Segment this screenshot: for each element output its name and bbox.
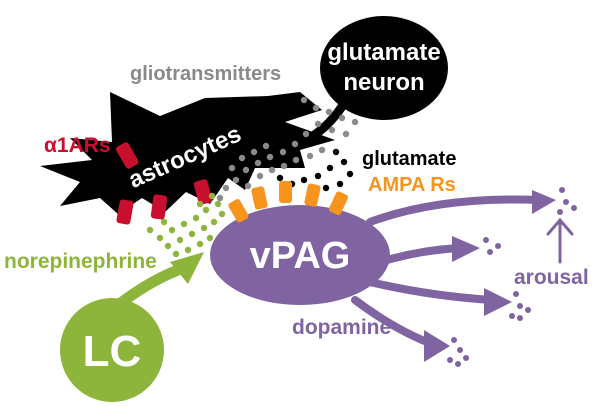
dopamine-dots: [447, 187, 577, 367]
glutamate-dots: [276, 148, 354, 192]
glutamate-neuron-label: glutamate: [327, 39, 440, 66]
alpha1ar-receptors: [116, 142, 213, 225]
gliotransmitters-label: gliotransmitters: [130, 63, 281, 85]
alpha1ar-receptor: [116, 142, 139, 169]
locus-coeruleus: [60, 252, 204, 402]
ampa-receptor: [228, 199, 249, 223]
vpag-label: vPAG: [250, 235, 351, 277]
vpag-body: [210, 205, 390, 305]
glutamate-neuron-label: neuron: [343, 69, 424, 96]
glutamate-label: glutamate: [362, 148, 456, 170]
ampa-receptor: [251, 186, 268, 210]
norepinephrine-dots: [146, 192, 226, 258]
alpha1ar-receptor: [116, 199, 134, 225]
alpha1ars-label: α1ARs: [44, 134, 111, 157]
lc-terminal: [170, 252, 204, 284]
astrocytes-body: [40, 92, 335, 214]
ampa-receptor: [279, 181, 292, 203]
lc-body: [60, 298, 164, 402]
lc-label: LC: [83, 327, 142, 376]
ampa-receptor: [328, 191, 349, 215]
glutamate-neuron-body: [320, 16, 448, 120]
astrocytes-cell: [40, 92, 335, 214]
ampa-receptors: [228, 181, 349, 223]
gliotransmitter-dots: [216, 96, 359, 202]
norepinephrine-label: norepinephrine: [4, 250, 157, 273]
arousal-label: arousal: [514, 266, 589, 289]
ampa-receptor: [304, 183, 321, 207]
vpag-terminals: [424, 190, 556, 362]
up-arrow-icon: [546, 217, 574, 264]
alpha1ar-receptor: [150, 194, 168, 220]
ampa-rs-label: AMPA Rs: [368, 174, 456, 196]
dopamine-label: dopamine: [292, 316, 391, 339]
alpha1ar-receptor: [193, 179, 213, 205]
